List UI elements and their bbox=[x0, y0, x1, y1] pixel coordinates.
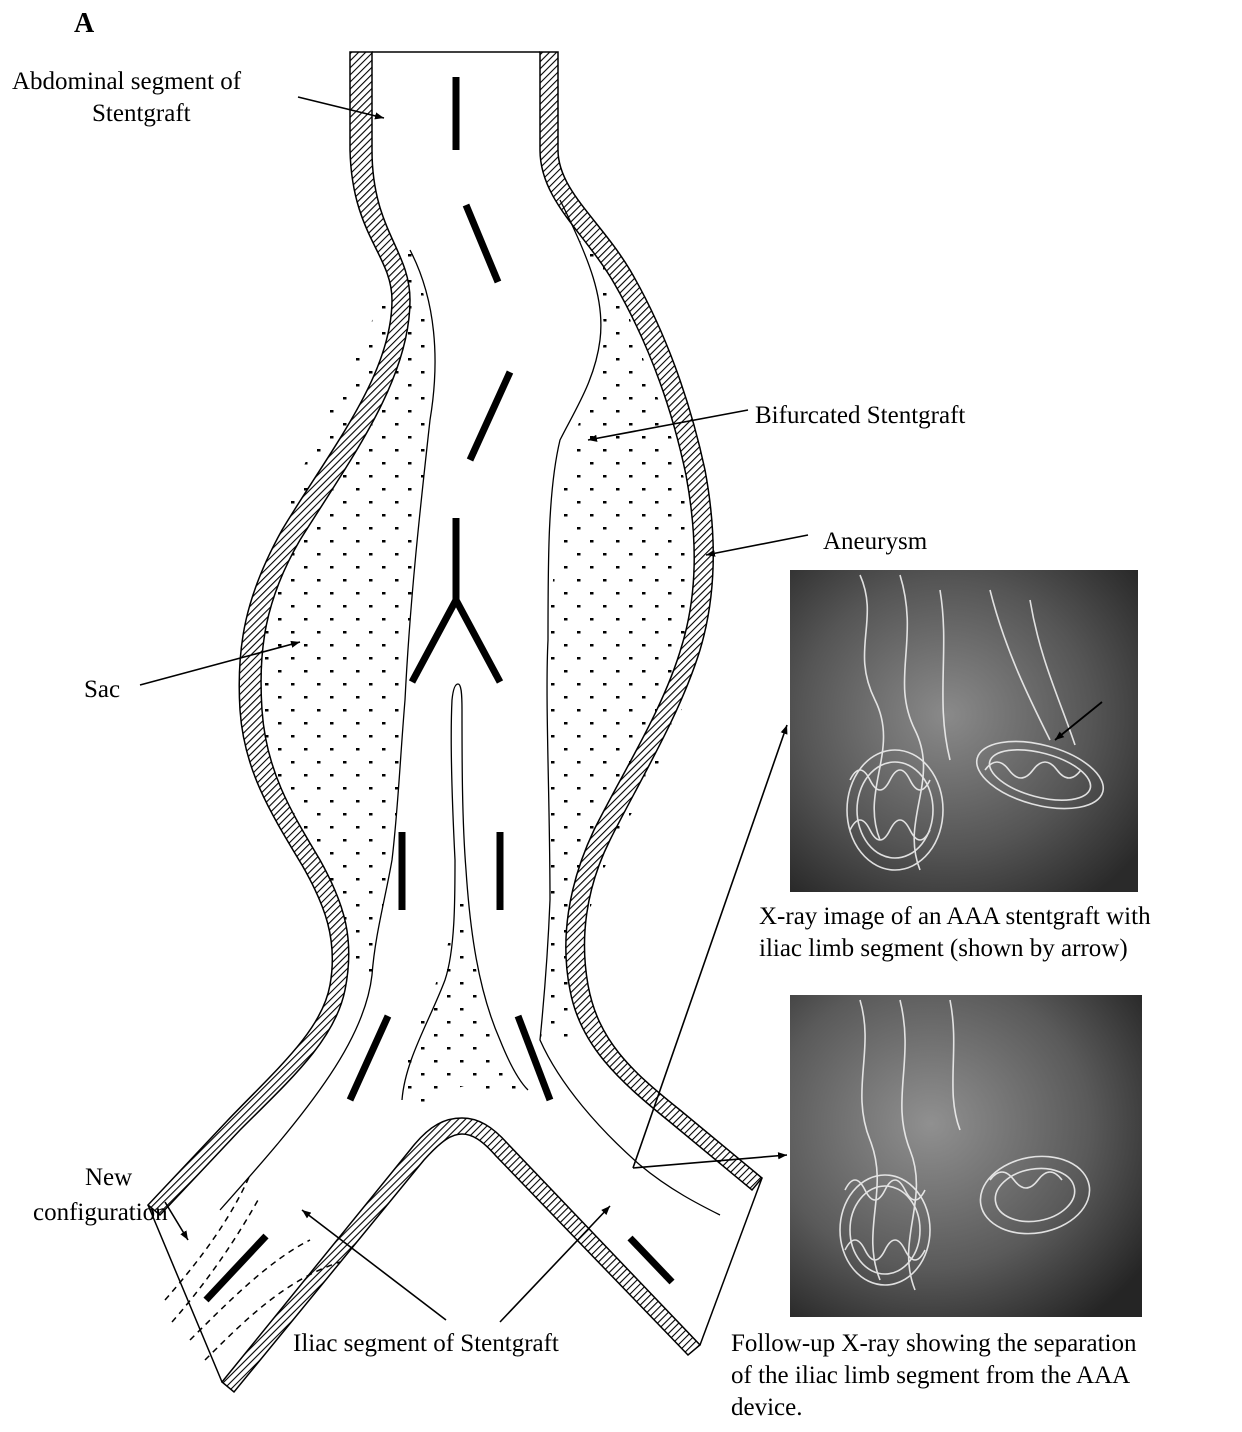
xray-bottom-caption-2: of the iliac limb segment from the AAA bbox=[731, 1362, 1130, 1389]
xray-top-caption-1: X-ray image of an AAA stentgraft with bbox=[759, 903, 1151, 930]
xray-bottom-caption-3: device. bbox=[731, 1394, 802, 1421]
xray-bottom-caption-1: Follow-up X-ray showing the separation bbox=[731, 1330, 1137, 1357]
label-bifurcated-stentgraft: Bifurcated Stentgraft bbox=[755, 402, 965, 429]
xray-image-bottom bbox=[790, 995, 1142, 1317]
xray-top-caption-2: iliac limb segment (shown by arrow) bbox=[759, 935, 1128, 962]
label-abdominal-segment-2: Stentgraft bbox=[92, 100, 191, 127]
label-new-configuration-2: configuration bbox=[33, 1199, 168, 1226]
label-iliac-segment: Iliac segment of Stentgraft bbox=[293, 1330, 559, 1357]
panel-label: A bbox=[74, 8, 95, 39]
label-abdominal-segment-1: Abdominal segment of bbox=[12, 68, 242, 95]
label-new-configuration-1: New bbox=[85, 1164, 132, 1191]
label-sac: Sac bbox=[84, 676, 120, 703]
label-aneurysm: Aneurysm bbox=[823, 528, 928, 555]
right-limb-opening bbox=[700, 1178, 762, 1345]
xray-image-top bbox=[790, 570, 1138, 892]
